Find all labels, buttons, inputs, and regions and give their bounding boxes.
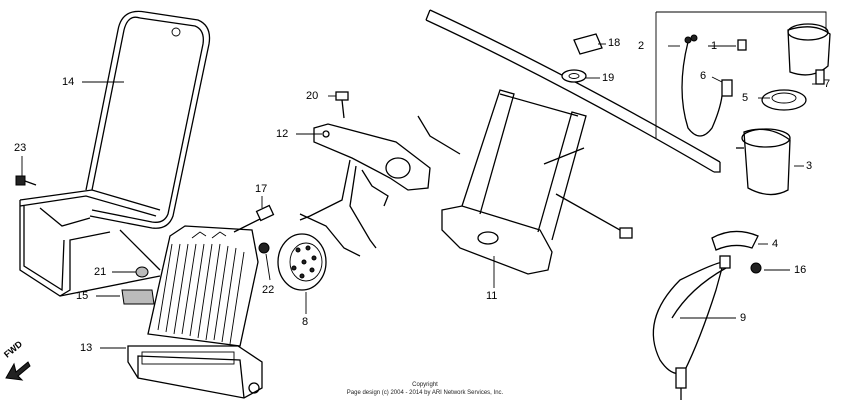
front-cover	[127, 225, 263, 399]
callout-8: 8	[302, 316, 309, 328]
copyright-line-2: Page design (c) 2004 - 2014 by ARI Netwo…	[346, 390, 504, 396]
callout-9: 9	[740, 312, 747, 324]
callout-12: 12	[276, 128, 289, 140]
basket-frame	[19, 10, 211, 297]
callout-17: 17	[255, 183, 268, 195]
callout-7: 7	[824, 78, 831, 90]
callout-20: 20	[306, 90, 319, 102]
callout-14: 14	[62, 76, 75, 88]
horn	[277, 233, 327, 291]
copyright-notice: Copyright Page design (c) 2004 - 2014 by…	[0, 381, 850, 397]
callout-21: 21	[94, 266, 107, 278]
emblem-15	[121, 289, 155, 305]
screw-16	[750, 262, 762, 274]
callout-3: 3	[806, 160, 813, 172]
callout-1: 1	[711, 40, 718, 52]
bolt-17	[233, 204, 275, 233]
washer-19	[561, 69, 587, 83]
nut-21	[135, 266, 149, 278]
clamp-4	[711, 230, 759, 251]
frame-11	[417, 9, 721, 275]
callout-5: 5	[742, 92, 749, 104]
cap-18	[573, 33, 603, 55]
bracket-12	[299, 123, 431, 257]
callout-18: 18	[608, 37, 621, 49]
callout-6: 6	[700, 70, 707, 82]
callout-16: 16	[794, 264, 807, 276]
speedometer-assembly-box	[655, 11, 831, 138]
speedometer-cable	[652, 255, 731, 400]
callout-11: 11	[486, 290, 498, 302]
meter-case	[736, 128, 791, 196]
bolt-23	[15, 175, 37, 186]
leader-lines	[21, 43, 820, 349]
callout-2: 2	[638, 40, 645, 52]
callout-15: 15	[76, 290, 89, 302]
callout-4: 4	[772, 238, 779, 250]
callout-13: 13	[80, 342, 93, 354]
nut-22	[258, 242, 270, 254]
callout-19: 19	[602, 72, 615, 84]
copyright-line-1: Copyright	[412, 382, 438, 388]
callout-23: 23	[14, 142, 27, 154]
bolt-20	[335, 91, 349, 119]
callout-22: 22	[262, 284, 275, 296]
fwd-arrow-icon	[5, 361, 31, 381]
